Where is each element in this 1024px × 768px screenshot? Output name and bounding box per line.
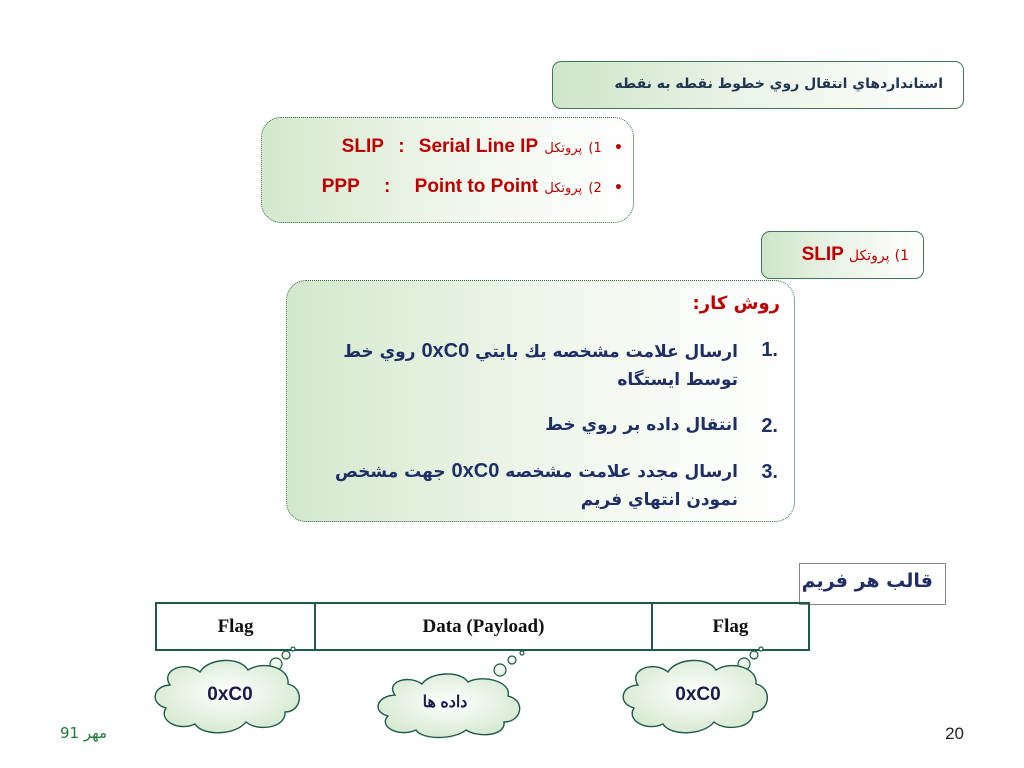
protocol-acronym: SLIP [341,136,384,157]
step-code: 0xC0 [421,340,470,362]
footer-date: مهر 91 [60,724,108,742]
cloud-shape [154,659,300,734]
cloud-payload [377,650,525,739]
cloud-bubble [290,646,296,652]
frame-cell-payload: Data (Payload) [314,602,653,651]
bullet-icon: • [614,140,623,156]
frame-cell-flag-start: Flag [154,602,317,651]
protocols-box: • 1) پروتکل SLIP : Serial Line IP • 2) پ… [261,117,634,223]
slide-title: استانداردهاي انتقال روي خطوط نقطه به نقط… [614,76,943,92]
cloud-bubble [507,655,517,665]
cloud-bubble [493,663,507,677]
step-text: انتقال داده بر روي خط [298,411,738,439]
callout-clouds [154,646,768,739]
method-title: روش كار: [692,293,780,314]
cloud-bubble [749,650,759,660]
slide-title-box: استانداردهاي انتقال روي خطوط نقطه به نقط… [552,61,964,109]
cloud-shape [377,673,521,739]
step-number: 2. [761,415,778,437]
slip-heading-acronym: SLIP [801,244,844,265]
protocol-separator: : [398,136,405,157]
step-number: 3. [761,461,778,483]
protocol-item-slip: • 1) پروتکل SLIP : Serial Line IP [342,136,623,158]
protocol-name: Serial Line IP [418,136,539,157]
cloud-flag-end [622,646,768,734]
slip-heading-label: پروتکل [848,248,890,264]
method-box: روش كار: 1. ارسال علامت مشخصه يك بايتي 0… [286,280,795,522]
step-text-part: ارسال مجدد علامت مشخصه [499,462,738,482]
step-number: 1. [761,339,778,361]
cloud-bubble [281,650,291,660]
step-text: ارسال علامت مشخصه يك بايتي 0xC0 روي خط ت… [298,337,738,394]
cloud-bubble [519,650,525,656]
page-number: 20 [945,724,964,743]
frame-table: Flag Data (Payload) Flag [154,602,811,651]
step-text-part: انتقال داده بر روي خط [545,415,738,435]
bullet-icon: • [614,180,623,196]
frame-cell-flag-end: Flag [650,602,811,651]
cloud-shape [622,659,768,734]
slip-heading-box: 1) پروتکل SLIP [761,231,924,279]
protocol-label: پروتکل [544,141,583,156]
cloud-flag-start [154,646,300,734]
step-text-part: جهت مشخص نمودن انتهاي فريم [334,462,738,510]
protocol-number: 2) [588,181,602,196]
protocol-item-ppp: • 2) پروتکل PPP : Point to Point [322,176,623,198]
step-text: ارسال مجدد علامت مشخصه 0xC0 جهت مشخص نمو… [298,457,738,514]
protocol-acronym: PPP [321,176,360,197]
slip-heading: 1) پروتکل SLIP [802,244,909,266]
frame-label: قالب هر فريم [801,570,933,592]
cloud-text-payload: داده ها [422,694,468,711]
cloud-bubble [758,646,764,652]
protocol-number: 1) [588,141,602,156]
protocol-separator: : [384,176,391,197]
step-code: 0xC0 [451,460,500,482]
cloud-text-flag-start: 0xC0 [207,684,253,705]
frame-label-box: قالب هر فريم [799,563,946,605]
slip-heading-number: 1) [894,248,909,264]
protocol-label: پروتکل [544,181,583,196]
protocol-name: Point to Point [414,176,539,197]
cloud-text-flag-end: 0xC0 [675,684,721,705]
frame-row: Flag Data (Payload) Flag [154,602,811,651]
step-text-part: روي خط توسط ايستگاه [343,342,738,390]
step-text-part: ارسال علامت مشخصه يك بايتي [469,342,738,362]
